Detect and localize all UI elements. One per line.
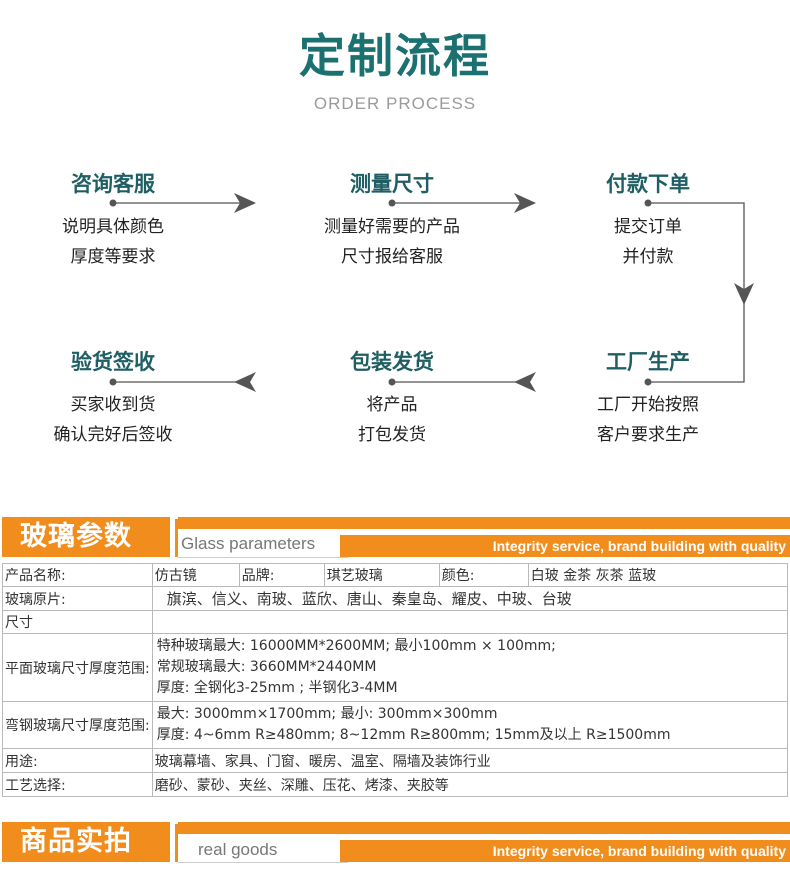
step-title: 工厂生产: [606, 350, 690, 374]
craft-value: 磨砂、蒙砂、夹丝、深雕、压花、烤漆、夹胶等: [151, 772, 789, 797]
step-desc-line: 提交订单: [614, 217, 682, 237]
step-title: 验货签收: [71, 350, 155, 374]
step-desc-line: 测量好需要的产品: [324, 217, 460, 237]
step-desc-line: 说明具体颜色: [62, 217, 164, 237]
page-title: 定制流程: [299, 29, 491, 83]
params-table: 产品名称: 仿古镜 品牌: 琪艺玻璃 颜色: 白玻 金茶 灰茶 蓝玻 玻璃原片:…: [2, 563, 789, 797]
step-title: 付款下单: [606, 172, 690, 196]
size-label: 尺寸: [2, 610, 153, 634]
craft-label: 工艺选择:: [2, 772, 153, 797]
step-desc-line: 厚度等要求: [70, 247, 156, 267]
page-subtitle: ORDER PROCESS: [313, 94, 477, 113]
bent-label: 弯钢玻璃尺寸厚度范围:: [2, 701, 153, 749]
params-banner-slogan: Integrity service, brand building with q…: [340, 535, 790, 557]
step-title: 包装发货: [350, 350, 434, 374]
name-value: 仿古镜: [151, 563, 240, 587]
flat-line: 特种玻璃最大: 16000MM*2600MM; 最小100mm × 100mm;: [156, 638, 556, 654]
process-flow-arrows: [109, 193, 754, 392]
step-desc-line: 买家收到货: [70, 395, 156, 415]
flat-line: 厚度: 全钢化3-25mm ; 半钢化3-4MM: [156, 680, 398, 696]
step-desc-line: 打包发货: [358, 425, 426, 445]
use-value: 玻璃幕墙、家具、门窗、暖房、温室、隔墙及装饰行业: [151, 748, 789, 773]
step-title: 测量尺寸: [350, 172, 434, 196]
step-inspection: 验货签收 买家收到货 确认完好后签收: [13, 346, 213, 450]
use-label: 用途:: [2, 748, 153, 773]
step-payment: 付款下单 提交订单 并付款: [548, 168, 748, 272]
step-desc-line: 客户要求生产: [597, 425, 699, 445]
step-desc-line: 工厂开始按照: [597, 395, 699, 415]
bent-line: 最大: 3000mm×1700mm; 最小: 300mm×300mm: [156, 706, 498, 722]
params-banner: 玻璃参数 Glass parameters Integrity service,…: [0, 517, 790, 559]
name-label: 产品名称:: [2, 563, 153, 587]
step-desc-line: 将产品: [366, 395, 418, 415]
brand-label: 品牌:: [238, 563, 325, 587]
bent-line: 厚度: 4~6mm R≥480mm; 8~12mm R≥800mm; 15mm及…: [156, 727, 671, 743]
step-desc-line: 并付款: [622, 247, 674, 267]
params-banner-title: 玻璃参数: [2, 517, 170, 557]
step-desc-line: 尺寸报给客服: [341, 247, 443, 267]
step-shipping: 包装发货 将产品 打包发货: [292, 346, 492, 450]
goods-banner: 商品实拍 real goods Integrity service, brand…: [0, 822, 790, 864]
flat-line: 常规玻璃最大: 3660MM*2440MM: [156, 659, 377, 675]
params-banner-en: Glass parameters: [181, 534, 316, 553]
step-consult: 咨询客服 说明具体颜色 厚度等要求: [13, 168, 213, 272]
brand-value: 琪艺玻璃: [323, 563, 440, 587]
flat-label: 平面玻璃尺寸厚度范围:: [2, 633, 153, 702]
origin-value: 旗滨、信义、南玻、蓝欣、唐山、秦皇岛、耀皮、中玻、台玻: [151, 586, 789, 611]
color-value: 白玻 金茶 灰茶 蓝玻: [527, 563, 789, 587]
step-desc-line: 确认完好后签收: [53, 425, 173, 445]
step-measure: 测量尺寸 测量好需要的产品 尺寸报给客服: [292, 168, 492, 272]
goods-banner-title: 商品实拍: [2, 822, 170, 862]
step-production: 工厂生产 工厂开始按照 客户要求生产: [548, 346, 748, 450]
color-label: 颜色:: [438, 563, 529, 587]
goods-banner-slogan: Integrity service, brand building with q…: [340, 840, 790, 862]
step-title: 咨询客服: [71, 172, 155, 196]
goods-banner-en: real goods: [198, 840, 278, 859]
origin-label: 玻璃原片:: [2, 586, 153, 611]
